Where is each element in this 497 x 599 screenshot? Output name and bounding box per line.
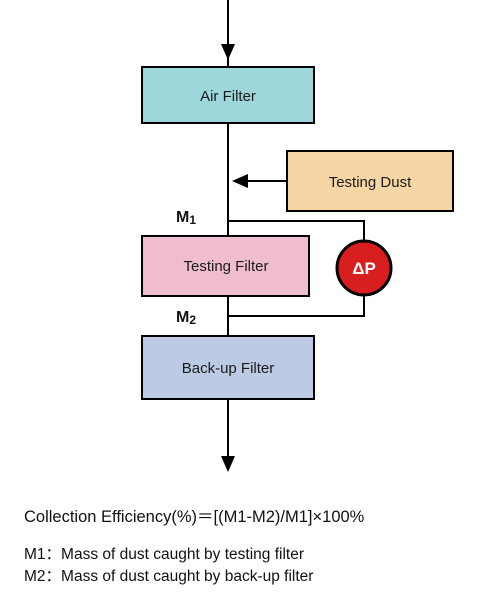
testing-dust-label: Testing Dust (329, 174, 412, 191)
outlet-arrow (221, 456, 235, 472)
backup-filter-box (141, 335, 315, 400)
m2-point-label: M2 (176, 309, 196, 327)
pressure-line-downstream (228, 295, 365, 317)
backup-filter-label: Back-up Filter (182, 360, 275, 377)
pressure-gauge-circle (335, 239, 393, 297)
pressure-gauge-label: ΔP (352, 259, 376, 278)
air-filter-box (141, 66, 315, 124)
collection-efficiency-formula: Collection Efficiency(%)＝[(M1-M2)/M1]×10… (24, 508, 365, 526)
m2-definition: M2：Mass of dust caught by back-up filter (24, 568, 314, 585)
air-filter-label: Air Filter (200, 88, 256, 105)
testing-dust-box (286, 150, 454, 212)
m1-definition: M1：Mass of dust caught by testing filter (24, 546, 304, 563)
testing-filter-box (141, 235, 310, 297)
pressure-line-upstream (228, 220, 365, 241)
definitions-list: M1：Mass of dust caught by testing filter… (24, 544, 313, 588)
filter-test-diagram: Air Filter Testing Dust M1 Testing Filte… (141, 0, 454, 472)
testing-filter-label: Testing Filter (183, 258, 268, 275)
inlet-arrow (221, 44, 235, 60)
dust-feed-arrow (232, 174, 248, 188)
m1-point-label: M1 (176, 209, 196, 227)
